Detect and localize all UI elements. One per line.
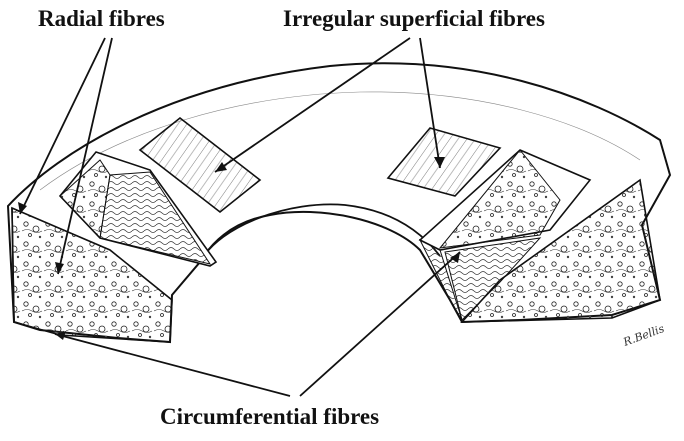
leader-circ-1: [55, 334, 290, 396]
artist-signature: R.Bellis: [621, 322, 667, 349]
leader-circ-2: [300, 252, 460, 396]
